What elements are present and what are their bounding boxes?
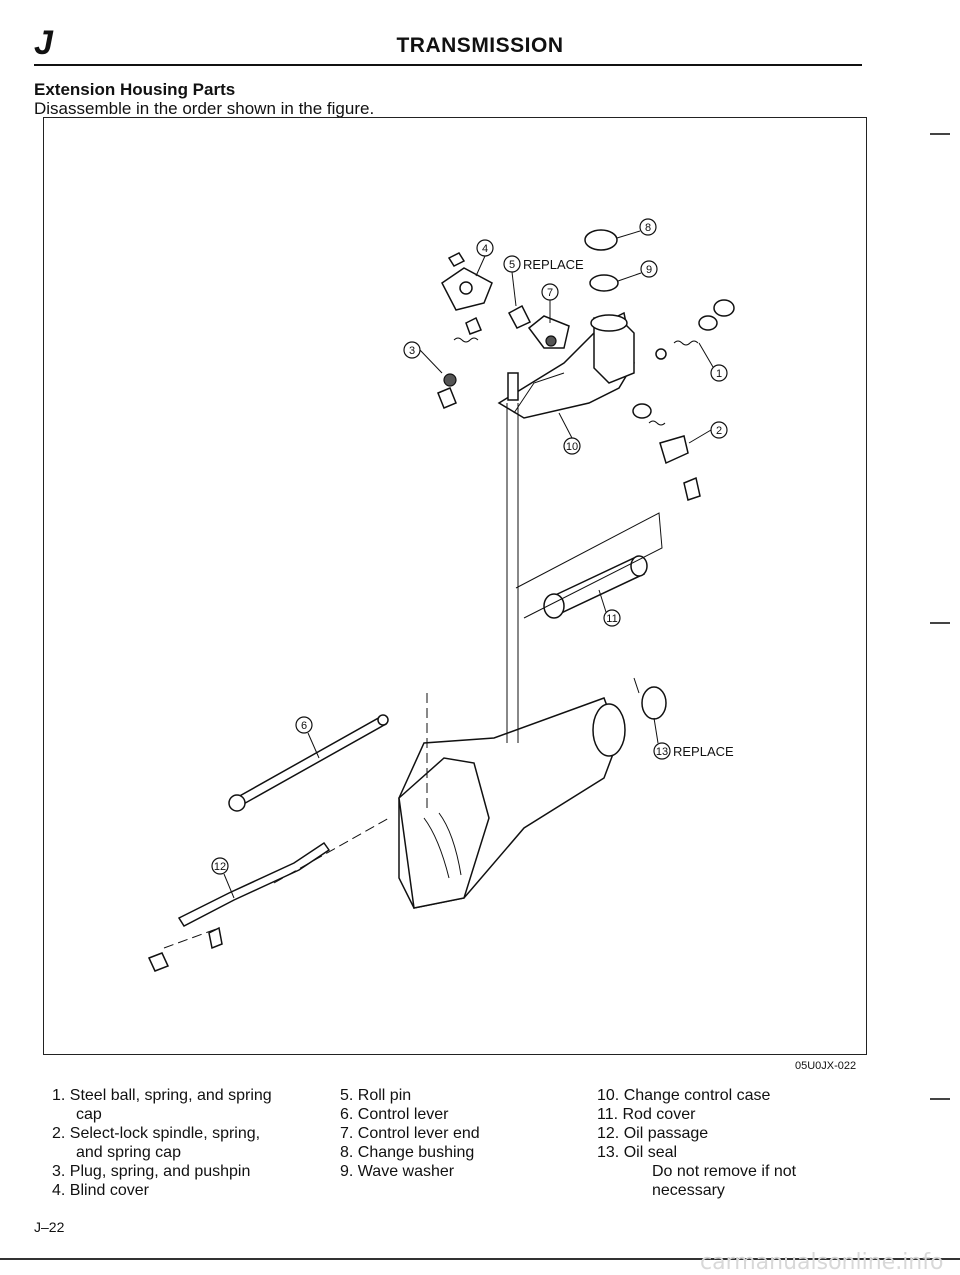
svg-text:1: 1: [716, 368, 722, 380]
svg-text:REPLACE: REPLACE: [673, 744, 734, 759]
figure-code: 05U0JX-022: [795, 1060, 857, 1072]
callout-11: 11: [598, 589, 621, 627]
page-title: TRANSMISSION: [396, 34, 564, 57]
legend-item-6: 6. Control lever: [340, 1106, 449, 1123]
callout-7: 7: [541, 283, 559, 323]
steel-ball-spring-cap: [655, 299, 735, 360]
svg-text:5: 5: [509, 259, 515, 271]
svg-text:7: 7: [547, 287, 553, 299]
legend-note-line-2: necessary: [652, 1182, 725, 1199]
legend-item-4: 4. Blind cover: [52, 1182, 149, 1199]
legend-item-5: 5. Roll pin: [340, 1087, 412, 1104]
svg-text:8: 8: [645, 222, 651, 234]
legend-item-13: 13. Oil seal: [597, 1144, 678, 1161]
roll-pin: [507, 304, 532, 329]
oil-passage: [177, 841, 331, 950]
svg-text:10: 10: [566, 441, 578, 453]
svg-text:REPLACE: REPLACE: [523, 257, 584, 272]
callout-9: 9: [617, 260, 658, 282]
select-lock-spindle: [632, 403, 701, 501]
oil-passage-bolt: [147, 952, 170, 972]
parts-legend-column-1: 1. Steel ball, spring, and spring cap 2.…: [52, 1086, 312, 1200]
legend-item-9: 9. Wave washer: [340, 1163, 455, 1180]
exploded-view-figure: 8 9 4 5 REPLACE 7 3: [43, 117, 867, 1055]
legend-item-12: 12. Oil passage: [597, 1125, 709, 1142]
legend-item-7: 7. Control lever end: [340, 1125, 480, 1142]
extension-housing: [398, 697, 626, 909]
legend-item-1-cont: cap: [76, 1106, 102, 1123]
legend-item-8: 8. Change bushing: [340, 1144, 475, 1161]
callout-5: 5 REPLACE: [503, 255, 584, 307]
page-number: J–22: [34, 1219, 65, 1235]
svg-text:12: 12: [214, 861, 226, 873]
legend-note-line-1: Do not remove if not: [652, 1163, 797, 1180]
svg-text:9: 9: [646, 264, 652, 276]
callout-8: 8: [616, 218, 657, 239]
callout-2: 2: [688, 421, 728, 444]
svg-text:13: 13: [656, 746, 668, 758]
svg-text:3: 3: [409, 345, 415, 357]
instruction-text: Disassemble in the order shown in the fi…: [34, 99, 375, 118]
legend-item-11: 11. Rod cover: [597, 1106, 696, 1123]
change-control-case: [497, 311, 635, 419]
parts-legend-column-2: 5. Roll pin 6. Control lever 7. Control …: [340, 1086, 570, 1181]
callout-6: 6: [295, 716, 320, 759]
legend-item-3: 3. Plug, spring, and pushpin: [52, 1163, 251, 1180]
legend-item-2-cont: and spring cap: [76, 1144, 181, 1161]
edge-mark: [930, 133, 950, 135]
header-rule: [34, 64, 862, 66]
parts-legend-column-3: 10. Change control case 11. Rod cover 12…: [597, 1086, 857, 1200]
legend-item-2: 2. Select-lock spindle, spring,: [52, 1125, 261, 1142]
edge-mark: [930, 622, 950, 624]
callout-1: 1: [698, 342, 728, 382]
legend-item-10: 10. Change control case: [597, 1087, 771, 1104]
watermark: carmanualsonline.info: [700, 1250, 944, 1275]
exploded-view-drawing: 8 9 4 5 REPLACE 7 3: [147, 218, 735, 972]
callout-13: 13 REPLACE: [653, 717, 734, 760]
svg-text:4: 4: [482, 243, 488, 255]
wave-washer: [589, 274, 619, 292]
legend-item-1: 1. Steel ball, spring, and spring: [52, 1087, 272, 1104]
svg-text:11: 11: [606, 613, 617, 625]
edge-mark: [930, 1098, 950, 1100]
callout-4: 4: [475, 239, 494, 277]
callout-10: 10: [558, 412, 581, 455]
section-heading: Extension Housing Parts: [34, 80, 236, 99]
change-bushing: [584, 229, 618, 251]
footer-rule: [0, 1258, 960, 1260]
oil-seal: [641, 686, 667, 720]
callout-3: 3: [403, 341, 443, 374]
case-bolt: [507, 372, 519, 401]
control-lever: [228, 714, 389, 812]
svg-text:6: 6: [301, 720, 307, 732]
control-lever-end: [527, 315, 570, 349]
section-letter: J: [34, 24, 53, 62]
svg-text:2: 2: [716, 425, 722, 437]
callout-12: 12: [211, 857, 235, 899]
plug-spring-pushpin: [437, 316, 482, 409]
blind-cover: [441, 252, 493, 311]
